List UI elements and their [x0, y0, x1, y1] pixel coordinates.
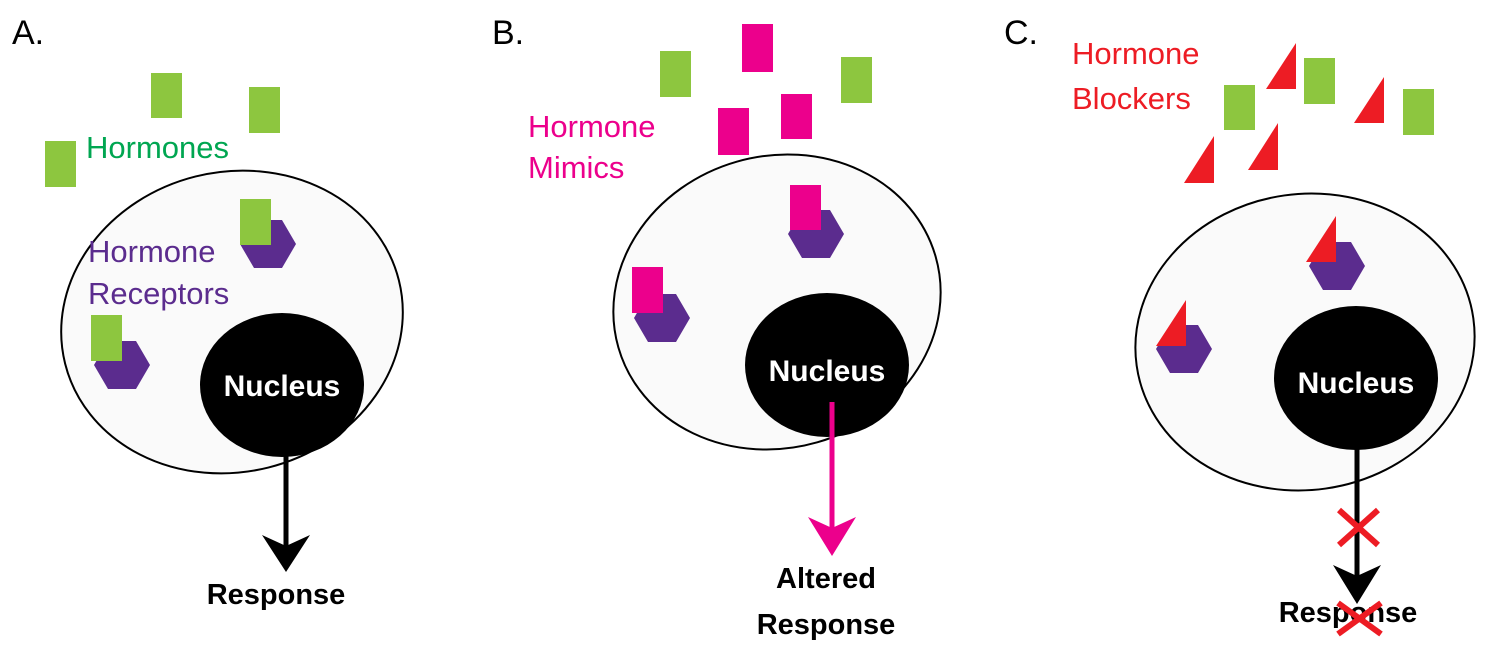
- altered-response-label-line1: Altered: [776, 563, 876, 595]
- altered-response-label-line2: Response: [757, 609, 896, 641]
- hormone-molecule: [1304, 58, 1335, 104]
- mimic-molecule: [781, 94, 812, 139]
- blocked-cross-icon: [1336, 507, 1381, 548]
- hormone-molecule: [1224, 85, 1255, 130]
- mimics-label-line1: Hormone: [528, 109, 656, 144]
- blocker-molecule: [1266, 43, 1296, 89]
- hormone-molecule: [660, 51, 691, 97]
- bound-blocker: [1306, 216, 1336, 262]
- mimic-molecule: [742, 24, 773, 72]
- nucleus: [1274, 306, 1438, 450]
- panel-a-letter: A.: [12, 14, 44, 52]
- response-arrow-head: [262, 535, 310, 572]
- hormone-molecule: [45, 141, 76, 187]
- nucleus-label: Nucleus: [769, 355, 886, 388]
- hormones-label: Hormones: [86, 130, 229, 165]
- bound-mimic: [632, 267, 663, 313]
- panel-b-letter: B.: [492, 14, 524, 52]
- nucleus-label: Nucleus: [224, 370, 341, 403]
- receptors-label-line1: Hormone: [88, 234, 216, 269]
- blockers-label-line1: Hormone: [1072, 36, 1200, 71]
- hormone-molecule: [841, 57, 872, 103]
- panel-a: A. Hormones Hormone Receptors Nucleus Re…: [12, 14, 404, 611]
- blocker-molecule: [1354, 77, 1384, 123]
- panel-c-letter: C.: [1004, 14, 1038, 52]
- hormone-molecule: [151, 73, 182, 118]
- mimic-molecule: [718, 108, 749, 155]
- bound-hormone: [91, 315, 122, 361]
- bound-blocker: [1156, 300, 1186, 346]
- panel-c: C. Hormone Blockers Nucleus Response: [1004, 14, 1476, 637]
- altered-response-arrow-head: [808, 517, 856, 556]
- hormone-molecule: [1403, 89, 1434, 135]
- cell-membrane: [60, 169, 404, 475]
- panel-b: B. Hormone Mimics Nucleus Altered Respon…: [492, 14, 942, 641]
- response-label: Response: [207, 579, 346, 611]
- mimics-label-line2: Mimics: [528, 150, 624, 185]
- blocker-molecule: [1248, 123, 1278, 170]
- nucleus: [200, 313, 364, 457]
- receptors-label-line2: Receptors: [88, 276, 229, 311]
- cancelled-response-cross-icon: [1336, 600, 1383, 637]
- blocked-response-arrow-head: [1333, 565, 1381, 604]
- blockers-label-line2: Blockers: [1072, 81, 1191, 116]
- blocker-molecule: [1184, 136, 1214, 183]
- bound-hormone: [240, 199, 271, 245]
- nucleus: [745, 293, 909, 437]
- bound-mimic: [790, 185, 821, 230]
- hormone-molecule: [249, 87, 280, 133]
- nucleus-label: Nucleus: [1298, 367, 1415, 400]
